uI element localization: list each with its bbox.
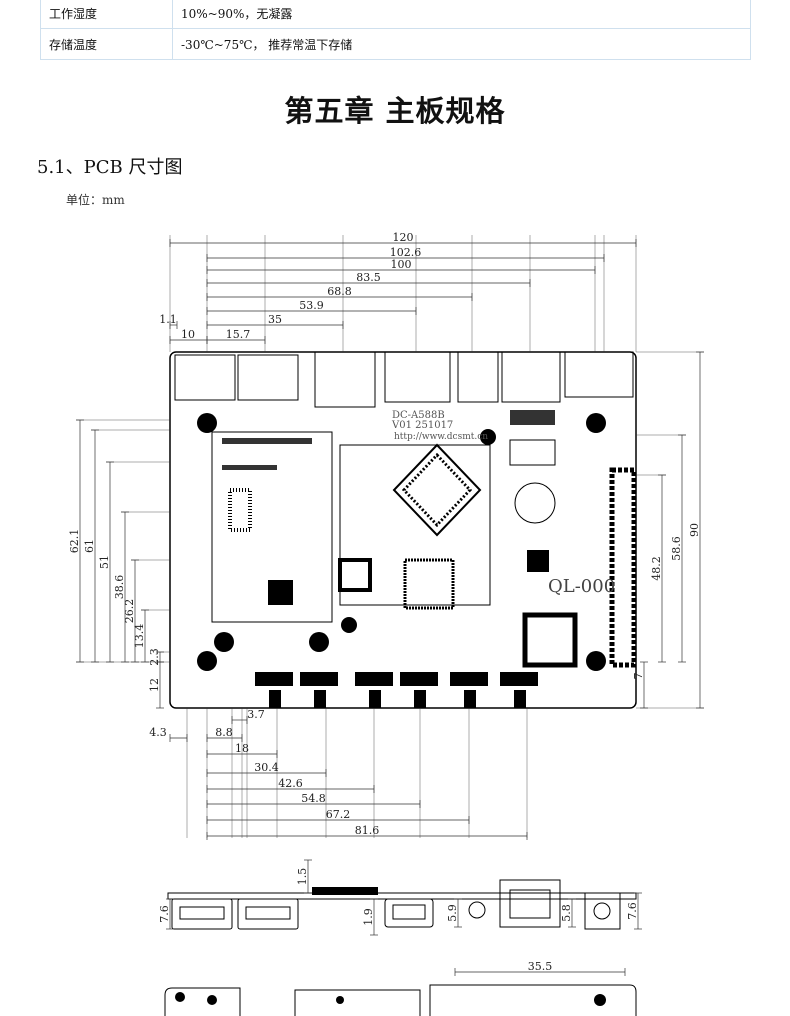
dimension-top-102.6: 102.6 <box>390 246 422 259</box>
board-url-text: http://www.dcsmt.cn <box>394 432 488 442</box>
dimension-right-7: 7 <box>632 673 645 680</box>
spec-value: 10%~90%，无凝露 <box>172 0 751 29</box>
pcb-bottom-view-partial <box>164 984 637 1016</box>
unit-label: 单位：mm <box>66 193 125 207</box>
dimension-side-5.9: 5.9 <box>446 904 459 922</box>
dimension-top-68.8: 68.8 <box>327 285 352 298</box>
dimension-top-1.1: 1.1 <box>159 313 177 326</box>
section-title: 5.1、PCB 尺寸图 <box>37 157 183 178</box>
dimension-left-26.2: 26.2 <box>123 599 136 624</box>
dimension-bottom-18: 18 <box>235 742 249 755</box>
dimension-side-1.9: 1.9 <box>362 908 375 926</box>
spec-value: -30℃~75℃， 推荐常温下存储 <box>172 28 751 60</box>
dimension-top-100: 100 <box>391 258 412 271</box>
dimension-bottom-8.8: 8.8 <box>215 726 233 739</box>
dimension-top-10: 10 <box>181 328 195 341</box>
dimension-top-53.9: 53.9 <box>299 299 324 312</box>
table-row: 存储温度-30℃~75℃， 推荐常温下存储 <box>40 28 751 60</box>
dimension-bottom-67.2: 67.2 <box>326 808 351 821</box>
dimension-right-58.6: 58.6 <box>670 536 683 561</box>
dimension-left-51: 51 <box>98 555 111 569</box>
dimension-bottom-81.6: 81.6 <box>355 824 380 837</box>
spec-label: 工作湿度 <box>40 0 173 29</box>
pcb-side-view <box>167 879 637 930</box>
dimension-bottom-42.6: 42.6 <box>278 777 303 790</box>
dimension-top-15.7: 15.7 <box>226 328 251 341</box>
dimension-left-62.1: 62.1 <box>68 529 81 554</box>
pcb-board-top-view: DC-A588B V01 251017 http://www.dcsmt.cn … <box>169 351 637 709</box>
dimension-bottom-3.7: 3.7 <box>247 708 265 721</box>
dimension-top-120: 120 <box>393 231 414 244</box>
dimension-bottom-54.8: 54.8 <box>301 792 326 805</box>
dimension-left-38.6: 38.6 <box>113 575 126 600</box>
dimension-side-5.8: 5.8 <box>560 904 573 922</box>
dimension-lower-35.5: 35.5 <box>528 960 553 973</box>
board-mark-label: QL-000 <box>548 576 615 597</box>
dimension-side-7.6: 7.6 <box>626 902 639 920</box>
board-model-label: DC-A588B <box>392 410 445 421</box>
dimension-right-90: 90 <box>688 523 701 537</box>
dimension-side-7.6: 7.6 <box>158 905 171 923</box>
dimension-bottom-4.3: 4.3 <box>149 726 167 739</box>
board-version-label: V01 251017 <box>391 420 453 431</box>
dimension-left-2.3: 2.3 <box>148 648 161 666</box>
dimension-left-61: 61 <box>83 539 96 553</box>
dimension-left-13.4: 13.4 <box>133 624 146 649</box>
dimension-top-83.5: 83.5 <box>356 271 381 284</box>
dimension-right-48.2: 48.2 <box>650 556 663 581</box>
dimension-side-1.5: 1.5 <box>296 868 309 886</box>
dimension-bottom-30.4: 30.4 <box>254 761 279 774</box>
spec-label: 存储温度 <box>40 28 173 60</box>
dimension-top-35: 35 <box>268 313 282 326</box>
dimension-left-12: 12 <box>148 678 161 692</box>
chapter-title: 第五章 主板规格 <box>284 94 506 128</box>
